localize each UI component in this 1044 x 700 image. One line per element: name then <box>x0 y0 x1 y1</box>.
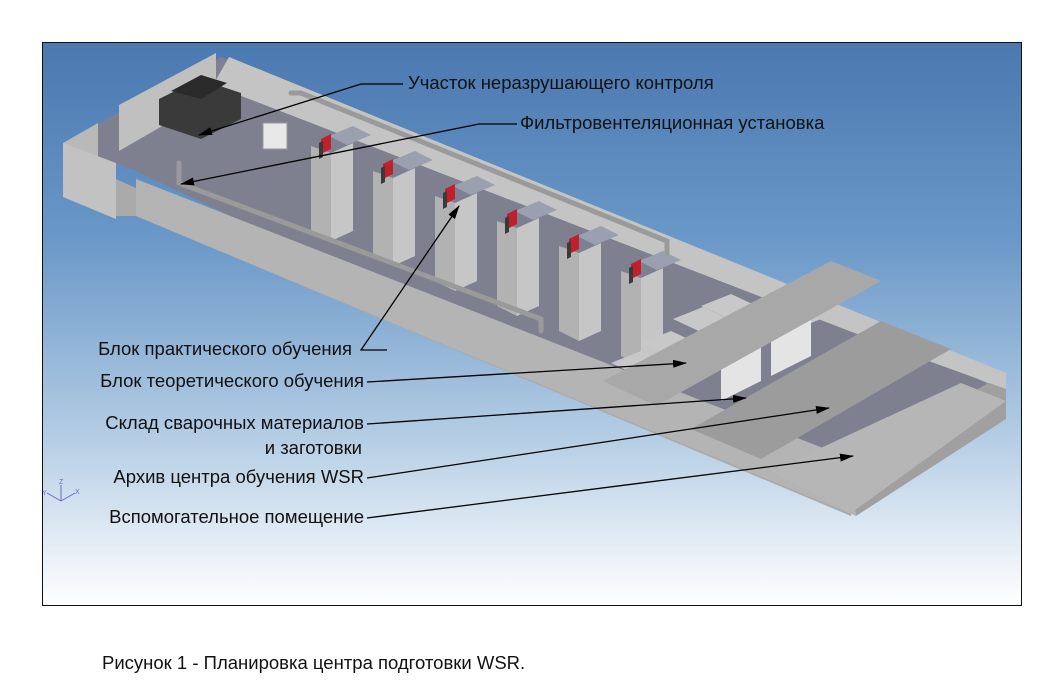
welding-machine <box>383 159 393 179</box>
welding-booths <box>311 126 681 366</box>
welding-machine <box>321 134 331 154</box>
label-ventilation-unit: Фильтровентеляционная установка <box>520 112 825 133</box>
welding-table <box>453 176 495 195</box>
leader-theory <box>366 359 687 383</box>
label-storage: Склад сварочных материалов <box>105 412 364 433</box>
label-theory-block: Блок теоретического обучения <box>100 370 364 391</box>
label-ndt-area: Участок неразрушающего контроля <box>408 72 714 93</box>
booth-partition-side <box>311 146 331 241</box>
booth-partition <box>331 143 353 241</box>
left-return-wall <box>63 143 116 219</box>
layout-illustration: Z X Y <box>43 53 1006 519</box>
storage-partition <box>603 261 881 406</box>
label-practice-block: Блок практического обучения <box>98 338 352 359</box>
booth-partition <box>393 168 415 266</box>
welding-machine <box>445 184 455 204</box>
welding-machine-body <box>443 191 447 209</box>
welding-table <box>329 126 371 145</box>
ventilation-box <box>262 122 288 150</box>
leader-auxiliary <box>366 453 854 519</box>
welding-machine-body <box>505 216 509 234</box>
booth-partition-side <box>621 271 641 366</box>
axis-z-label: Z <box>59 479 64 486</box>
figure-frame: Z X Y <box>42 42 1022 606</box>
welding-machine <box>631 259 641 279</box>
booth-partition-side <box>435 196 455 291</box>
ventilation-pipe-back <box>288 90 670 256</box>
leader-storage <box>366 394 747 425</box>
booth-partition <box>579 243 601 341</box>
auxiliary-partition <box>771 383 1006 513</box>
ventilation-pipe-front <box>176 160 544 334</box>
booth-partition-side <box>559 246 579 341</box>
leader-ndt <box>198 83 403 136</box>
welding-table <box>639 251 681 270</box>
booth-partition <box>517 218 539 316</box>
booth-partition <box>455 193 477 291</box>
welding-table <box>391 151 433 170</box>
welding-table <box>577 226 619 245</box>
leader-practice <box>359 205 460 351</box>
leader-archive <box>366 405 830 479</box>
leader-ventilation <box>180 123 517 186</box>
welding-machine-body <box>567 241 571 259</box>
label-archive: Архив центра обучения WSR <box>113 466 364 487</box>
booth-partition-side <box>497 221 517 316</box>
ndt-unit <box>159 75 241 139</box>
label-auxiliary: Вспомогательное помещение <box>109 506 364 527</box>
archive-partition <box>691 321 951 459</box>
booth-partition-side <box>373 171 393 266</box>
ventilation-pipes <box>176 90 670 334</box>
welding-table <box>515 201 557 220</box>
welding-machine-body <box>381 166 385 184</box>
welding-machine <box>569 234 579 254</box>
welding-machine-body <box>629 266 633 284</box>
welding-machine <box>507 209 517 229</box>
figure-caption: Рисунок 1 - Планировка центра подготовки… <box>102 652 526 673</box>
welding-machine-body <box>319 141 323 159</box>
label-storage-line2: и заготовки <box>264 437 362 458</box>
axis-triad <box>46 485 76 502</box>
axis-x-label: X <box>75 489 80 496</box>
axis-y-label: Y <box>43 490 47 497</box>
leader-lines <box>180 83 854 519</box>
